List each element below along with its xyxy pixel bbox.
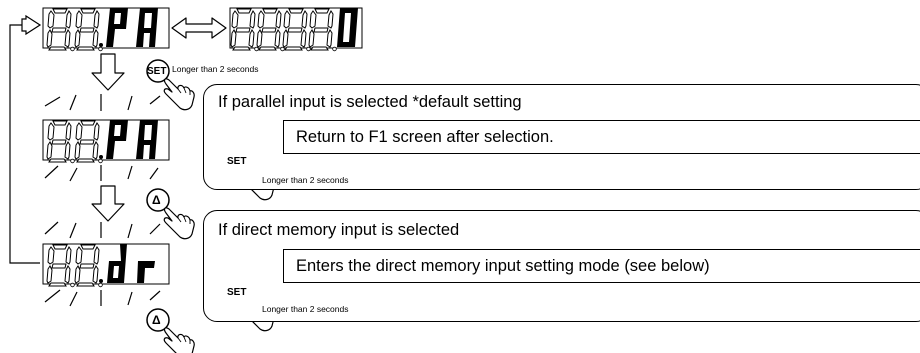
set-label-top: SET	[147, 66, 167, 77]
down-arrow-1	[91, 53, 125, 91]
panel-parallel-title: If parallel input is selected *default s…	[218, 93, 522, 111]
up-button-middle	[146, 188, 195, 240]
blink-rays-bottom	[44, 221, 161, 307]
loop-line	[9, 24, 40, 264]
up-label-middle: Δ	[152, 193, 161, 207]
up-label-bottom: Δ	[152, 313, 161, 327]
loop-arrow	[21, 14, 42, 36]
display-top-right	[229, 7, 363, 52]
panel-parallel-result: Return to F1 screen after selection.	[283, 120, 920, 154]
set-label-panel2: SET	[227, 287, 247, 298]
display-bottom	[42, 243, 170, 288]
panel-direct-title: If direct memory input is selected	[218, 221, 460, 239]
set-label-panel1: SET	[227, 156, 247, 167]
blink-rays-middle	[44, 94, 161, 182]
panel-direct-result: Enters the direct memory input setting m…	[283, 249, 920, 283]
down-arrow-2	[91, 185, 125, 222]
up-button-bottom	[146, 308, 195, 353]
display-top-left	[42, 7, 170, 52]
set-button-top	[146, 59, 195, 111]
hold-time-panel1: Longer than 2 seconds	[262, 175, 349, 185]
toggle-arrow	[171, 17, 227, 39]
hold-time-top: Longer than 2 seconds	[172, 64, 259, 74]
display-middle	[42, 119, 170, 164]
hold-time-panel2: Longer than 2 seconds	[262, 304, 349, 314]
